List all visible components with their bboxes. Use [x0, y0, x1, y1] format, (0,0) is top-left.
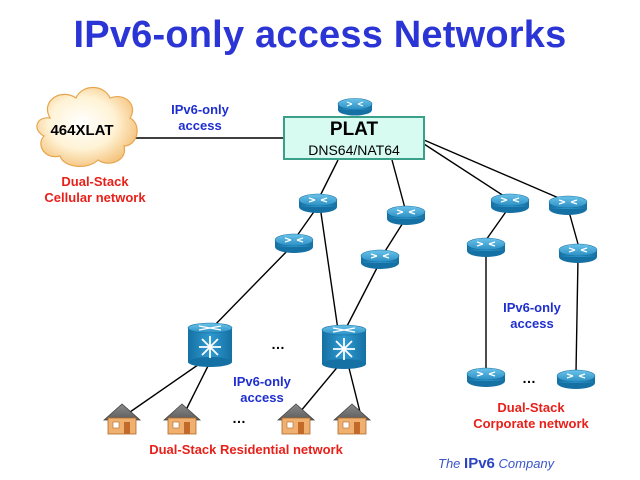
switch: [187, 322, 233, 367]
link-plat-corp1: [423, 143, 511, 201]
router: [466, 237, 506, 257]
router: [274, 233, 314, 253]
link-r6-r8: [575, 257, 579, 373]
house-icon: [162, 403, 202, 435]
top-access-line1: IPv6-only: [171, 102, 229, 117]
router: [360, 249, 400, 269]
switch: [321, 324, 367, 369]
corporate-line2: Corporate network: [473, 416, 589, 431]
top-access-line2: access: [178, 118, 222, 133]
plat-subtitle: DNS64/NAT64: [308, 142, 400, 158]
cellular-line1: Dual-Stack: [61, 174, 129, 189]
plat-title: PLAT: [329, 119, 379, 140]
links: [122, 137, 579, 413]
top-access-label: IPv6-only access: [150, 102, 250, 134]
mid-access-line2: access: [240, 390, 284, 405]
router-plat-top: [337, 98, 373, 116]
router: [548, 195, 588, 215]
link-plat-r1: [317, 159, 339, 201]
brand-logo: The IPv6 Company: [438, 455, 554, 472]
router: [556, 369, 596, 389]
link-r4-sw2: [344, 261, 381, 331]
router: [298, 193, 338, 213]
link-r3-sw1: [209, 245, 293, 331]
router: [386, 205, 426, 225]
cloud-label: 464XLAT: [50, 122, 114, 139]
routers: [274, 193, 598, 389]
mid-access-line1: IPv6-only: [233, 374, 291, 389]
router: [490, 193, 530, 213]
link-plat-r2: [391, 159, 407, 213]
right-access-label: IPv6-only access: [482, 300, 582, 332]
cloud-464xlat: [36, 86, 138, 167]
router: [558, 243, 598, 263]
cellular-label: Dual-Stack Cellular network: [30, 174, 160, 206]
corporate-line1: Dual-Stack: [497, 400, 565, 415]
corporate-label: Dual-Stack Corporate network: [456, 400, 606, 432]
link-r1-sw2: [319, 205, 339, 331]
link-sw2-house4: [347, 363, 361, 413]
right-access-line1: IPv6-only: [503, 300, 561, 315]
plat-box: PLAT DNS64/NAT64: [283, 116, 425, 160]
router: [466, 367, 506, 387]
brand-suffix: Company: [498, 456, 555, 471]
ellipsis-corporate: …: [522, 370, 537, 386]
link-sw1-house1: [129, 359, 206, 413]
house-icon: [102, 403, 142, 435]
brand-prefix: The: [438, 456, 461, 471]
ellipsis-houses: …: [232, 410, 247, 426]
cellular-line2: Cellular network: [44, 190, 146, 205]
link-sw1-house2: [184, 361, 211, 413]
ellipsis-switches: …: [271, 336, 286, 352]
house-icon: [276, 403, 316, 435]
brand-name: IPv6: [464, 455, 495, 472]
residential-label: Dual-Stack Residential network: [149, 442, 343, 457]
mid-access-label: IPv6-only access: [212, 374, 312, 406]
link-sw2-house3: [299, 363, 341, 413]
house-icon: [332, 403, 372, 435]
link-plat-corp2: [423, 139, 569, 203]
right-access-line2: access: [510, 316, 554, 331]
slide-title: IPv6-only access Networks: [73, 14, 567, 56]
